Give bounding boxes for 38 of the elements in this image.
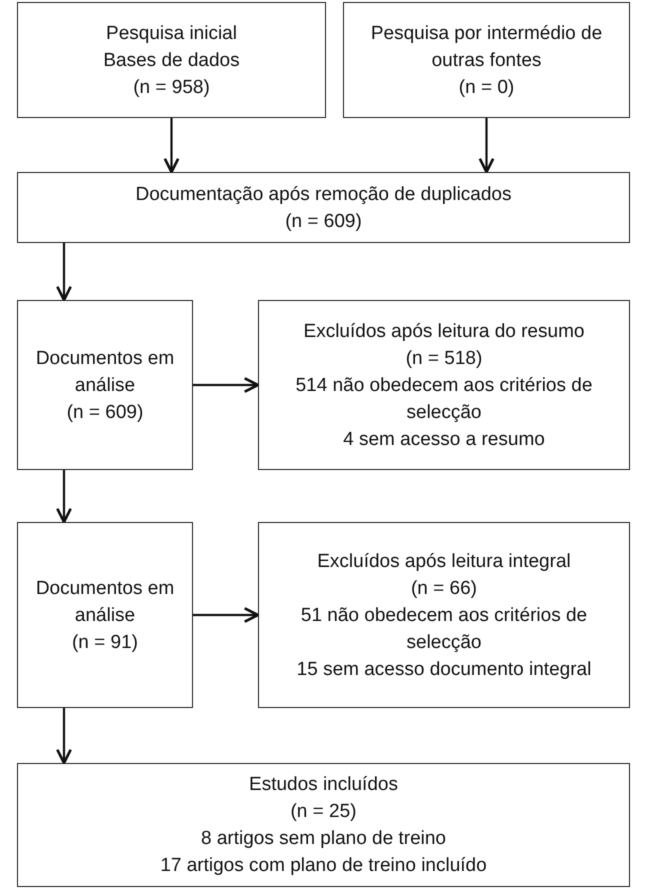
box-text: Documentação após remoção de duplicados: [135, 182, 512, 206]
box-text: (n = 958): [133, 76, 210, 100]
arrow: [193, 607, 260, 623]
box-text: 8 artigos sem plano de treino: [200, 827, 446, 851]
box-text: Pesquisa por intermédio de outras fontes: [370, 22, 604, 72]
box-text: 4 sem acesso a resumo: [343, 428, 545, 452]
box-text: (n = 518): [406, 346, 482, 370]
flow-box: [258, 300, 630, 470]
box-text: Estudos incluídos: [249, 773, 398, 797]
box-text: (n = 66): [410, 576, 477, 600]
box-text: (n = 25): [290, 800, 356, 824]
arrow: [164, 118, 180, 174]
flow-box: [17, 763, 630, 887]
box-text: (n = 609): [66, 400, 144, 424]
flow-box: [258, 522, 630, 708]
box-text: Excluídos após leitura do resumo: [304, 320, 584, 344]
box-text: Bases de dados: [103, 48, 240, 72]
flow-box: [343, 2, 630, 118]
arrow: [193, 377, 260, 393]
box-text: Documentos em análise: [34, 346, 176, 398]
arrow: [478, 118, 494, 174]
box-text: (n = 91): [72, 630, 138, 654]
box-text: 17 artigos com plano de treino incluído: [160, 854, 487, 878]
flow-box: [17, 2, 326, 118]
flow-box: [17, 522, 193, 708]
flow-box: [17, 172, 630, 243]
box-text: 15 sem acesso documento integral: [296, 658, 592, 682]
box-text: 514 não obedecem aos critérios de selecção: [294, 374, 594, 424]
arrow: [56, 708, 72, 764]
box-text: (n = 0): [458, 76, 514, 100]
box-text: 51 não obedecem aos critérios de selecção: [300, 604, 588, 654]
box-text: Documentos em análise: [34, 576, 176, 628]
flow-box: [17, 300, 193, 470]
box-text: Pesquisa inicial: [106, 22, 237, 46]
box-text: Excluídos após leitura integral: [317, 550, 571, 574]
arrow: [56, 470, 72, 524]
box-text: (n = 609): [285, 210, 362, 234]
arrow: [56, 243, 72, 302]
